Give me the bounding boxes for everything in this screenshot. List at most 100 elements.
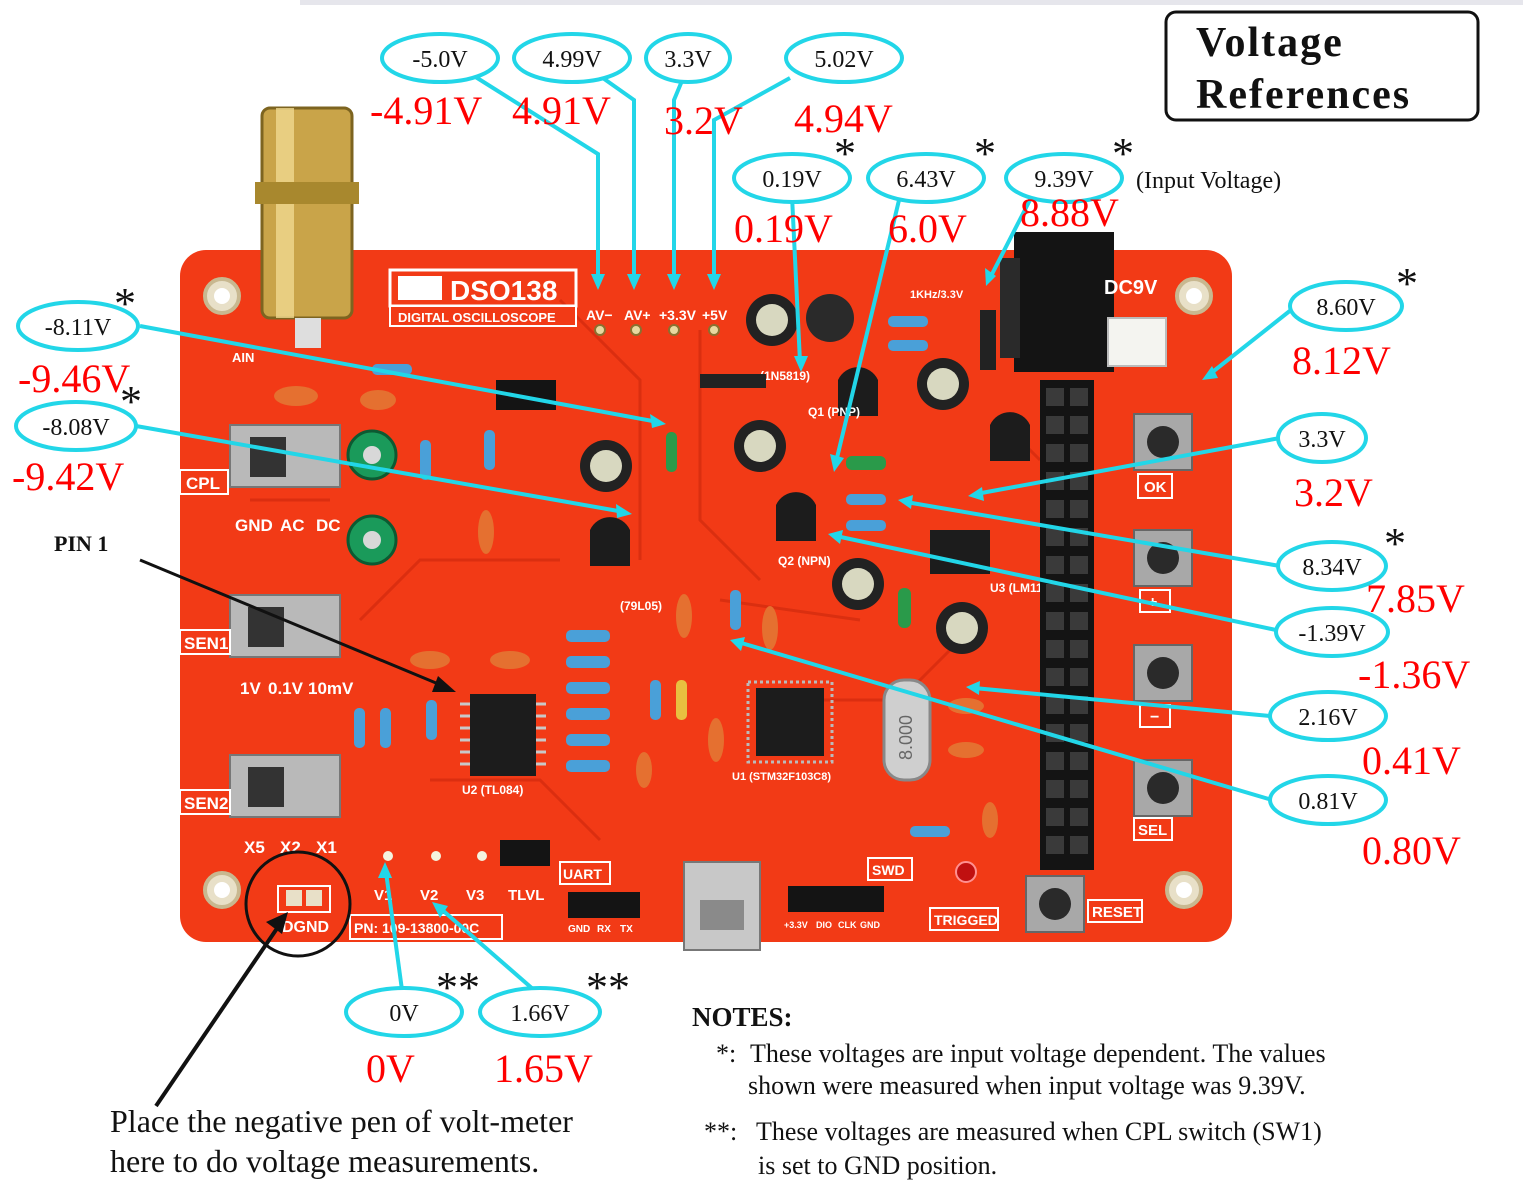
title-box: Voltage References — [1164, 10, 1480, 122]
button-label-reset: RESET — [1092, 904, 1142, 921]
top-border — [300, 0, 1523, 5]
ref-value: 0V — [389, 1001, 419, 1027]
logo-subtitle: DIGITAL OSCILLOSCOPE — [398, 310, 556, 325]
dgnd-instruction-line-1: Place the negative pen of volt-meter — [110, 1103, 573, 1139]
diode-d1 — [700, 374, 766, 388]
callout-arrowheads — [378, 268, 1218, 918]
swd-pin-3v3: +3.3V — [784, 920, 808, 930]
q2-label: Q2 (NPN) — [778, 554, 831, 568]
ref-value: 1.66V — [510, 1001, 570, 1027]
swd-pin-dio: DIO — [816, 920, 832, 930]
uart-pin-tx: TX — [620, 924, 633, 935]
test-point-v3: V3 — [466, 887, 484, 904]
measured-value: 3.2V — [664, 98, 743, 143]
star-marker: * — [1384, 519, 1406, 568]
button-label-sel: SEL — [1138, 822, 1167, 839]
note-2-line-1: These voltages are measured when CPL swi… — [756, 1117, 1322, 1146]
ref-value: -8.11V — [45, 315, 112, 341]
cpl-pos-gnd: GND — [235, 516, 273, 535]
header-label-av-plus: AV+ — [624, 307, 651, 323]
note-2-line-2: is set to GND position. — [758, 1151, 997, 1180]
pin1-label: PIN 1 — [54, 531, 108, 556]
uart-pin-rx: RX — [597, 924, 611, 935]
freq-label: 1KHz/3.3V — [910, 289, 964, 301]
trigged-label: TRIGGED — [934, 912, 998, 928]
swd-pin-gnd: GND — [860, 920, 881, 930]
measured-value: 8.88V — [1020, 190, 1119, 235]
dgnd-instruction-line-2: here to do voltage measurements. — [110, 1143, 539, 1179]
measured-value: -9.42V — [12, 454, 124, 499]
test-point-tlvl: TLVL — [508, 887, 544, 904]
swd-label: SWD — [872, 862, 905, 878]
ic-u1-label: U1 (STM32F103C8) — [732, 771, 831, 783]
button-label-minus: − — [1150, 709, 1159, 726]
jumper-j8 — [500, 840, 550, 866]
dgnd-pad — [277, 885, 331, 913]
smd-caps — [274, 386, 998, 838]
ref-value: -5.0V — [412, 47, 468, 73]
dgnd-arrow-line — [154, 922, 282, 1108]
input-voltage-note: (Input Voltage) — [1136, 168, 1281, 194]
logo-text: DSO138 — [450, 275, 557, 306]
voltage-references: -5.0V -4.91V 4.99V 4.91V 3.3V 3.2V 5.02V… — [12, 32, 1470, 1091]
switch-cpl — [229, 424, 341, 488]
title-line-2: References — [1196, 72, 1411, 118]
cpl-pos-ac: AC — [280, 516, 305, 535]
measured-value: -9.46V — [18, 356, 130, 401]
power-connector — [1107, 317, 1167, 367]
sen1-pos-01v: 0.1V — [268, 679, 304, 698]
d1-label: (1N5819) — [760, 369, 810, 383]
pin1-arrow-line — [139, 558, 449, 690]
ref-value: -1.39V — [1298, 621, 1366, 647]
q1-label: Q1 (PNP) — [808, 405, 860, 419]
switch-sen2 — [229, 754, 341, 818]
measured-value: -4.91V — [370, 88, 482, 133]
ic-u2-label: U2 (TL084) — [462, 783, 523, 797]
measured-value: 6.0V — [888, 206, 967, 251]
swd-pin-clk: CLK — [838, 920, 857, 930]
ic-u2 — [470, 694, 536, 776]
measured-value: 0.80V — [1362, 828, 1461, 873]
ref-value: 4.99V — [542, 47, 602, 73]
uart-label: UART — [563, 866, 602, 882]
ref-value: 3.3V — [1298, 427, 1346, 453]
star-marker: * — [974, 129, 996, 178]
electrolytic-caps — [580, 294, 988, 654]
title-line-1: Voltage — [1196, 20, 1344, 66]
notes-heading: NOTES: — [692, 1002, 793, 1032]
pcb-outline — [180, 250, 1232, 942]
ref-value: 0.19V — [762, 167, 822, 193]
note-1-line-1: These voltages are input voltage depende… — [750, 1039, 1326, 1068]
ref-value: -8.08V — [42, 415, 110, 441]
dgnd-arrowhead — [266, 912, 288, 934]
note-2-marker: **: — [704, 1117, 737, 1146]
sen2-pos-x1: X1 — [316, 838, 337, 857]
mounting-holes — [203, 277, 1213, 909]
test-point-v2: V2 — [420, 887, 438, 904]
sen2-pos-x5: X5 — [244, 838, 265, 857]
sen1-pos-10mv: 10mV — [308, 679, 354, 698]
crystal-label: 8.000 — [896, 715, 916, 760]
ic-u1 — [756, 688, 824, 756]
crystal-y1 — [882, 678, 932, 782]
sen1-pos-1v: 1V — [240, 679, 261, 698]
dc-jack — [1000, 232, 1114, 372]
ref-value: 0.81V — [1298, 789, 1358, 815]
cpl-label: CPL — [186, 474, 220, 493]
ref-value: 5.02V — [814, 47, 874, 73]
star-marker: * — [1396, 259, 1418, 308]
star-marker: * — [1112, 129, 1134, 178]
trigged-led — [955, 861, 977, 883]
dso138-logo: DSO138 DIGITAL OSCILLOSCOPE — [388, 268, 578, 327]
ref-value: 2.16V — [1298, 705, 1358, 731]
ref-value: 6.43V — [896, 167, 956, 193]
uart-header — [568, 892, 640, 918]
uart-pin-gnd: GND — [568, 924, 590, 935]
measured-value: 3.2V — [1294, 470, 1373, 515]
ref-value: 8.60V — [1316, 295, 1376, 321]
bnc-connector — [255, 106, 359, 348]
measured-value: -1.36V — [1358, 652, 1470, 697]
header-label-av-minus: AV− — [586, 307, 613, 323]
note-1-marker: *: — [716, 1039, 736, 1068]
